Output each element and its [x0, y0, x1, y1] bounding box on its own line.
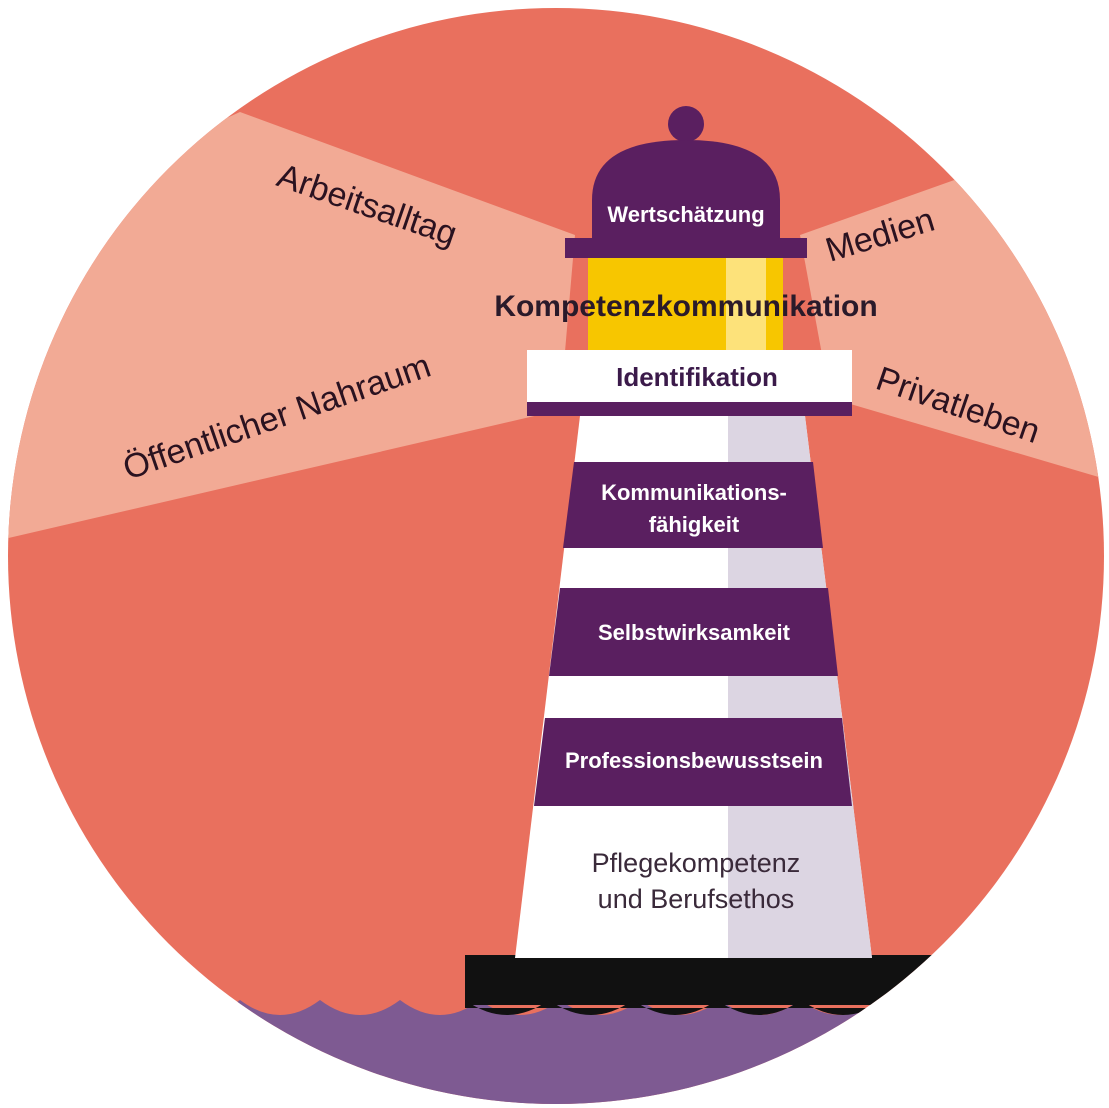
label-identifikation: Identifikation: [616, 362, 778, 392]
sea: [0, 1000, 1109, 1108]
label-professionsbewusstsein: Professionsbewusstsein: [565, 748, 823, 773]
label-selbstwirksamkeit: Selbstwirksamkeit: [598, 620, 791, 645]
label-pflegekompetenz-line2: und Berufsethos: [598, 884, 795, 914]
lighthouse-foundation: [465, 955, 1109, 1005]
dome-knob: [668, 106, 704, 142]
label-pflegekompetenz-line1: Pflegekompetenz: [592, 848, 801, 878]
dome-ledge: [565, 238, 807, 258]
label-kommunikationsfaehigkeit-line2: fähigkeit: [649, 512, 740, 537]
label-kompetenzkommunikation: Kompetenzkommunikation: [494, 290, 877, 323]
gallery-rail: [527, 402, 852, 416]
label-wertschaetzung: Wertschätzung: [607, 202, 764, 227]
label-kommunikationsfaehigkeit-line1: Kommunikations-: [601, 480, 787, 505]
